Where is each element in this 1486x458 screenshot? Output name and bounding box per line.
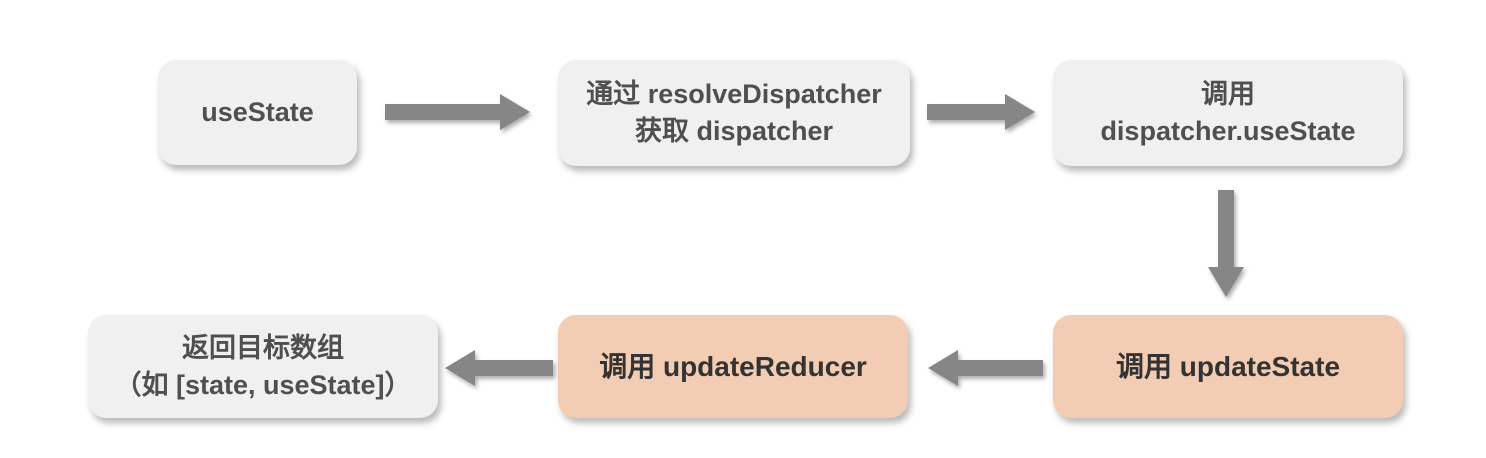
node-label: （如 [state, useState]） — [114, 369, 412, 400]
flow-node-return-target-array: 返回目标数组 （如 [state, useState]） — [88, 315, 438, 418]
node-label: 通过 resolveDispatcher — [586, 79, 882, 109]
flow-node-resolve-dispatcher: 通过 resolveDispatcher 获取 dispatcher — [558, 60, 910, 166]
flow-node-call-dispatcher-usestate: 调用 dispatcher.useState — [1053, 60, 1403, 166]
flow-node-call-updatereducer: 调用 updateReducer — [558, 315, 908, 418]
node-label: 获取 dispatcher — [634, 116, 834, 146]
node-label: 返回目标数组 — [182, 332, 344, 363]
arrow-right-icon — [385, 94, 530, 130]
node-label: 调用 updateState — [1115, 351, 1341, 382]
node-label: 调用 updateReducer — [599, 351, 867, 382]
arrow-down-icon — [1208, 190, 1244, 297]
node-label: useState — [201, 97, 314, 127]
flow-node-call-updatestate: 调用 updateState — [1053, 315, 1403, 418]
node-label: dispatcher.useState — [1100, 116, 1356, 146]
arrow-left-icon — [928, 350, 1043, 386]
node-label: 调用 — [1201, 79, 1255, 109]
arrow-right-icon — [927, 94, 1035, 130]
arrow-left-icon — [445, 350, 553, 386]
flow-node-usestate: useState — [158, 60, 357, 165]
